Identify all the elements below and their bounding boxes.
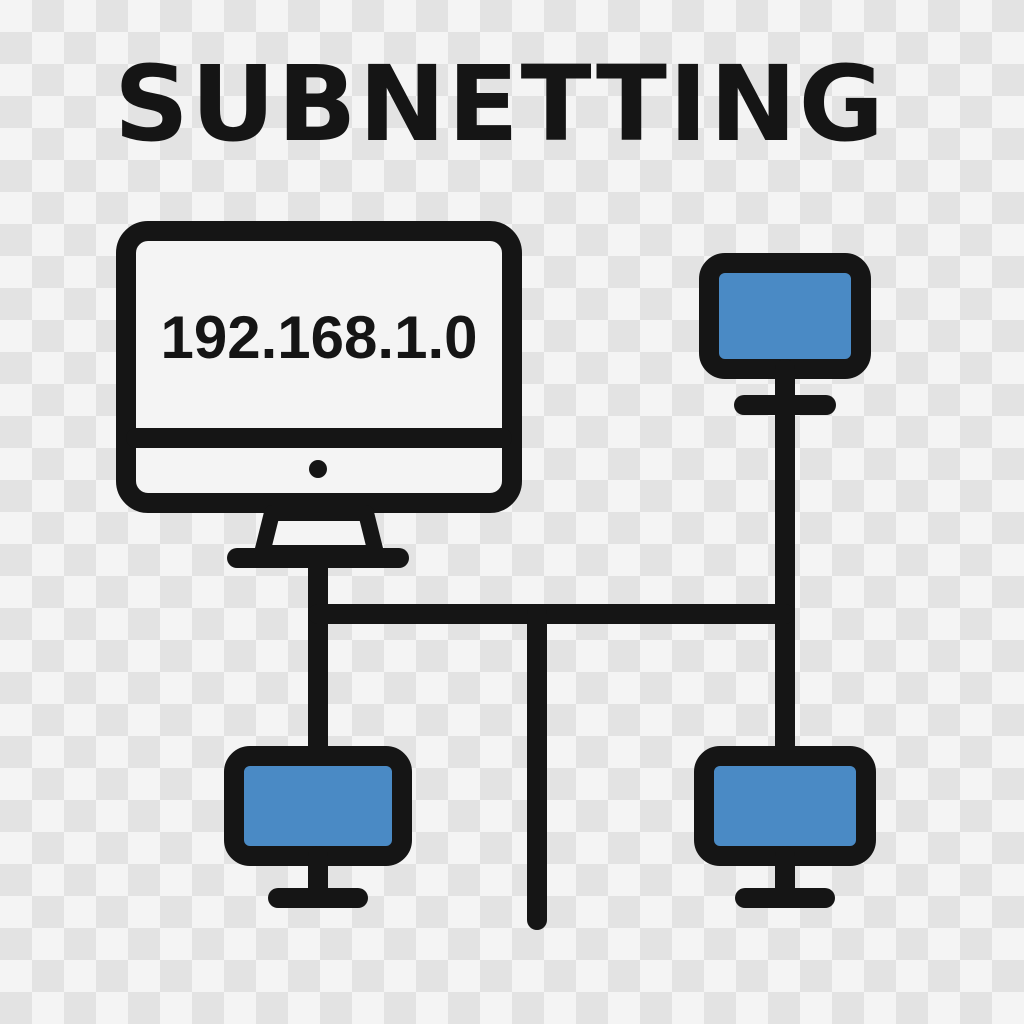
diagram-title: SUBNETTING [113,43,887,165]
bottom-right-monitor-frame [694,746,876,866]
top-right-monitor-frame [699,253,871,379]
bottom-right-computer-icon [694,746,876,908]
main-monitor-stand [254,505,384,561]
top-right-computer-icon [699,253,871,415]
main-computer-icon [116,221,522,568]
ip-address-label: 192.168.1.0 [160,304,478,371]
bottom-left-monitor-frame [224,746,412,866]
bottom-left-computer-icon [224,746,412,908]
main-monitor-power-dot [309,460,327,478]
